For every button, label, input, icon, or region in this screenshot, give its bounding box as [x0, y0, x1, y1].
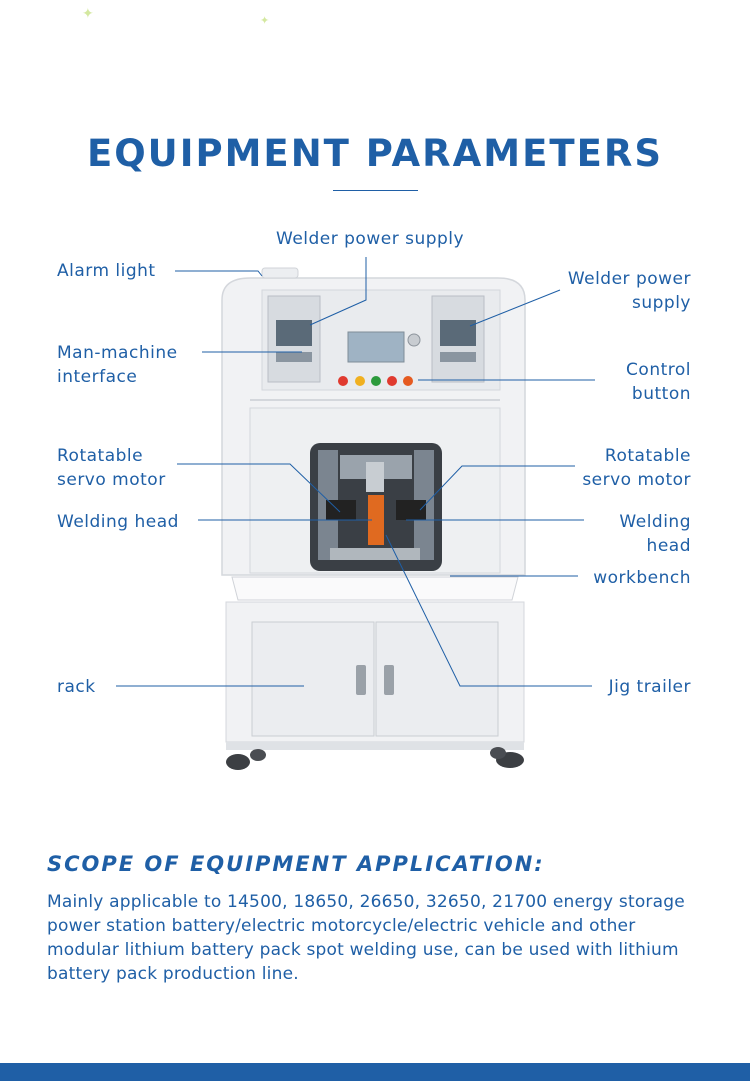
right-cabinet-door: [375, 621, 499, 737]
sparkle-icon: ✦: [82, 6, 94, 22]
label-welding-head-right-line1: Welding: [619, 512, 691, 532]
page-title: EQUIPMENT PARAMETERS: [86, 132, 664, 175]
wheel-icon: [490, 747, 506, 759]
label-servo-right-line2: servo motor: [582, 470, 691, 490]
label-welding-head-right-line2: head: [646, 536, 691, 556]
label-servo-left-line2: servo motor: [57, 470, 166, 490]
scope-title: SCOPE OF EQUIPMENT APPLICATION:: [47, 852, 545, 876]
label-jig-trailer: Jig trailer: [608, 677, 691, 697]
title-underline: [333, 190, 418, 191]
wheel-icon: [250, 749, 266, 761]
door-handle-icon: [384, 665, 394, 695]
callout-jig-trailer: [385, 534, 592, 687]
callout-welder-power-top: [309, 257, 367, 326]
welding-head-icon: [368, 495, 384, 545]
label-welder-power-supply-top: Welder power supply: [276, 229, 465, 249]
callout-servo-right: [419, 465, 575, 511]
gauge-icon: [407, 333, 421, 347]
welding-machine-illustration: [221, 267, 526, 770]
left-power-supply-screen: [276, 320, 312, 346]
scope-description: Mainly applicable to 14500, 18650, 26650…: [47, 892, 685, 984]
label-welder-power-supply-right-line2: supply: [632, 293, 691, 313]
label-welding-head-left: Welding head: [57, 512, 179, 532]
control-button-icon: [387, 376, 397, 386]
label-welder-power-supply-right-line1: Welder power: [567, 269, 691, 289]
workbench-surface: [231, 576, 519, 601]
callout-welder-power-right: [469, 289, 561, 327]
footer-bar: [0, 1063, 750, 1081]
callout-alarm-light: [175, 270, 263, 277]
alarm-light-icon: [261, 267, 299, 279]
label-control-button-line1: Control: [626, 360, 691, 380]
hmi-screen: [347, 331, 405, 363]
label-alarm-light: Alarm light: [57, 261, 156, 281]
label-workbench: workbench: [593, 568, 691, 588]
control-button-icon: [403, 376, 413, 386]
machine-diagram: [116, 257, 595, 770]
left-cabinet-door: [251, 621, 375, 737]
label-man-machine-line2: interface: [57, 367, 138, 387]
callout-lines: [116, 257, 595, 687]
wheel-icon: [226, 754, 250, 770]
label-servo-left-line1: Rotatable: [57, 446, 144, 466]
label-servo-right-line1: Rotatable: [604, 446, 691, 466]
door-handle-icon: [356, 665, 366, 695]
callout-servo-left: [177, 463, 341, 513]
sparkle-icon: ✦: [260, 14, 270, 27]
right-power-supply-screen: [440, 320, 476, 346]
control-button-icon: [338, 376, 348, 386]
label-rack: rack: [57, 677, 96, 697]
label-control-button-line2: button: [631, 384, 691, 404]
control-button-icon: [371, 376, 381, 386]
label-man-machine-line1: Man-machine: [57, 343, 178, 363]
control-button-icon: [355, 376, 365, 386]
